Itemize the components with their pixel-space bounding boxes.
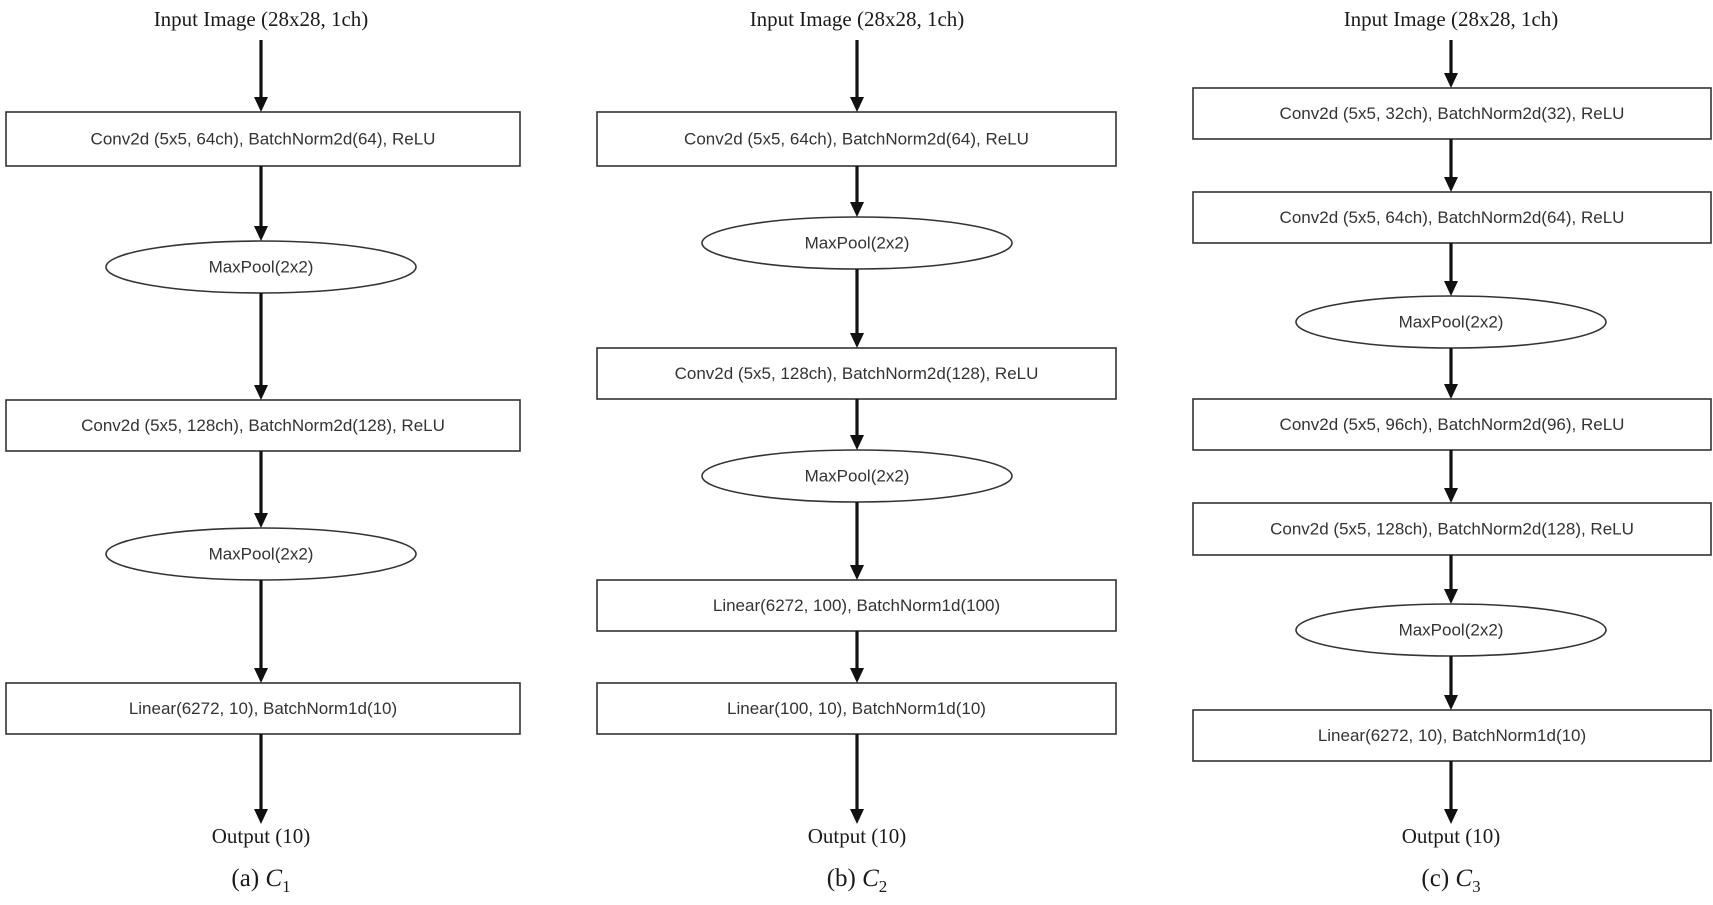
- arrow-5: [1444, 656, 1458, 710]
- pool-label: MaxPool(2x2): [805, 233, 910, 252]
- arrow-head: [1444, 177, 1458, 192]
- arrow-1: [850, 269, 864, 348]
- arrow-output: [1444, 761, 1458, 824]
- layer-label: Conv2d (5x5, 128ch), BatchNorm2d(128), R…: [1270, 519, 1634, 538]
- arrow-head: [1444, 281, 1458, 296]
- arrow-input: [1444, 40, 1458, 88]
- layer-box: [1192, 87, 1712, 140]
- arrow-head: [850, 97, 864, 112]
- input-label: Input Image (28x28, 1ch): [750, 7, 965, 31]
- arrow-head: [254, 809, 268, 824]
- layer-label: Conv2d (5x5, 96ch), BatchNorm2d(96), ReL…: [1280, 415, 1625, 434]
- arrow-head: [850, 809, 864, 824]
- layer-label: Conv2d (5x5, 64ch), BatchNorm2d(64), ReL…: [684, 129, 1029, 148]
- caption-prefix: (c): [1421, 865, 1455, 892]
- arrow-head: [254, 385, 268, 400]
- arrow-output: [254, 734, 268, 824]
- layer-label: Linear(6272, 100), BatchNorm1d(100): [713, 596, 1000, 615]
- arrow-4: [850, 631, 864, 683]
- caption-prefix: (b): [827, 865, 862, 892]
- layer-box: [1192, 709, 1712, 762]
- pool-label: MaxPool(2x2): [209, 544, 314, 563]
- layer-label: Linear(6272, 10), BatchNorm1d(10): [1318, 726, 1586, 745]
- arrow-0: [1444, 139, 1458, 192]
- caption-subscript: 3: [1472, 877, 1481, 896]
- arrow-head: [254, 513, 268, 528]
- input-label: Input Image (28x28, 1ch): [1344, 7, 1559, 31]
- caption-prefix: (a): [231, 865, 265, 892]
- arrow-input: [254, 40, 268, 112]
- layer-box: [596, 111, 1117, 167]
- arrow-head: [1444, 488, 1458, 503]
- layer-box: [1192, 191, 1712, 244]
- arrow-0: [254, 166, 268, 241]
- caption: (a) C1: [231, 865, 290, 896]
- arrow-head: [1444, 384, 1458, 399]
- arrow-1: [254, 293, 268, 400]
- arrow-head: [850, 435, 864, 450]
- arrow-output: [850, 734, 864, 824]
- arrow-head: [254, 97, 268, 112]
- pool-label: MaxPool(2x2): [1399, 312, 1504, 331]
- layer-label: Conv2d (5x5, 64ch), BatchNorm2d(64), ReL…: [91, 129, 436, 148]
- layer-box: [1192, 398, 1712, 451]
- arrow-3: [850, 502, 864, 580]
- layer-label: Linear(100, 10), BatchNorm1d(10): [727, 699, 986, 718]
- diagram-c3: Input Image (28x28, 1ch) Conv2d (5x5, 32c…: [1192, 7, 1712, 896]
- layer-box: [596, 579, 1117, 632]
- arrow-head: [1444, 589, 1458, 604]
- layer-box: [5, 399, 521, 452]
- arrow-3: [254, 580, 268, 683]
- arrow-head: [850, 333, 864, 348]
- arrow-0: [850, 166, 864, 217]
- output-label: Output (10): [212, 824, 311, 848]
- pool-label: MaxPool(2x2): [209, 257, 314, 276]
- layer-label: Conv2d (5x5, 64ch), BatchNorm2d(64), ReL…: [1280, 208, 1625, 227]
- layer-box: [596, 682, 1117, 735]
- arrow-head: [850, 202, 864, 217]
- caption-symbol: C: [1455, 865, 1472, 892]
- caption-subscript: 1: [282, 877, 291, 896]
- output-label: Output (10): [1402, 824, 1501, 848]
- layer-box: [5, 682, 521, 735]
- input-label: Input Image (28x28, 1ch): [154, 7, 369, 31]
- arrow-head: [1444, 73, 1458, 88]
- layer-label: Conv2d (5x5, 32ch), BatchNorm2d(32), ReL…: [1280, 104, 1625, 123]
- layer-label: Conv2d (5x5, 128ch), BatchNorm2d(128), R…: [675, 364, 1039, 383]
- layer-label: Conv2d (5x5, 128ch), BatchNorm2d(128), R…: [81, 416, 445, 435]
- arrow-head: [1444, 695, 1458, 710]
- arrow-1: [1444, 243, 1458, 296]
- arrow-head: [850, 668, 864, 683]
- arrow-head: [254, 226, 268, 241]
- diagram-c2: Input Image (28x28, 1ch) Conv2d (5x5, 64c…: [596, 7, 1117, 896]
- caption: (b) C2: [827, 865, 888, 896]
- output-label: Output (10): [808, 824, 907, 848]
- arrow-2: [1444, 348, 1458, 399]
- arrow-3: [1444, 450, 1458, 503]
- caption: (c) C3: [1421, 865, 1480, 896]
- arrow-head: [850, 565, 864, 580]
- caption-symbol: C: [265, 865, 282, 892]
- arrow-input: [850, 40, 864, 112]
- diagram-c1: Input Image (28x28, 1ch) Conv2d (5x5, 64c…: [5, 7, 521, 896]
- arrow-4: [1444, 555, 1458, 604]
- caption-symbol: C: [862, 865, 879, 892]
- arrow-2: [850, 399, 864, 450]
- layer-box: [1192, 502, 1712, 556]
- arrow-head: [1444, 809, 1458, 824]
- layer-box: [5, 111, 521, 167]
- pool-label: MaxPool(2x2): [805, 466, 910, 485]
- arrow-head: [254, 668, 268, 683]
- caption-subscript: 2: [879, 877, 888, 896]
- pool-label: MaxPool(2x2): [1399, 620, 1504, 639]
- arrow-2: [254, 451, 268, 528]
- layer-label: Linear(6272, 10), BatchNorm1d(10): [129, 699, 397, 718]
